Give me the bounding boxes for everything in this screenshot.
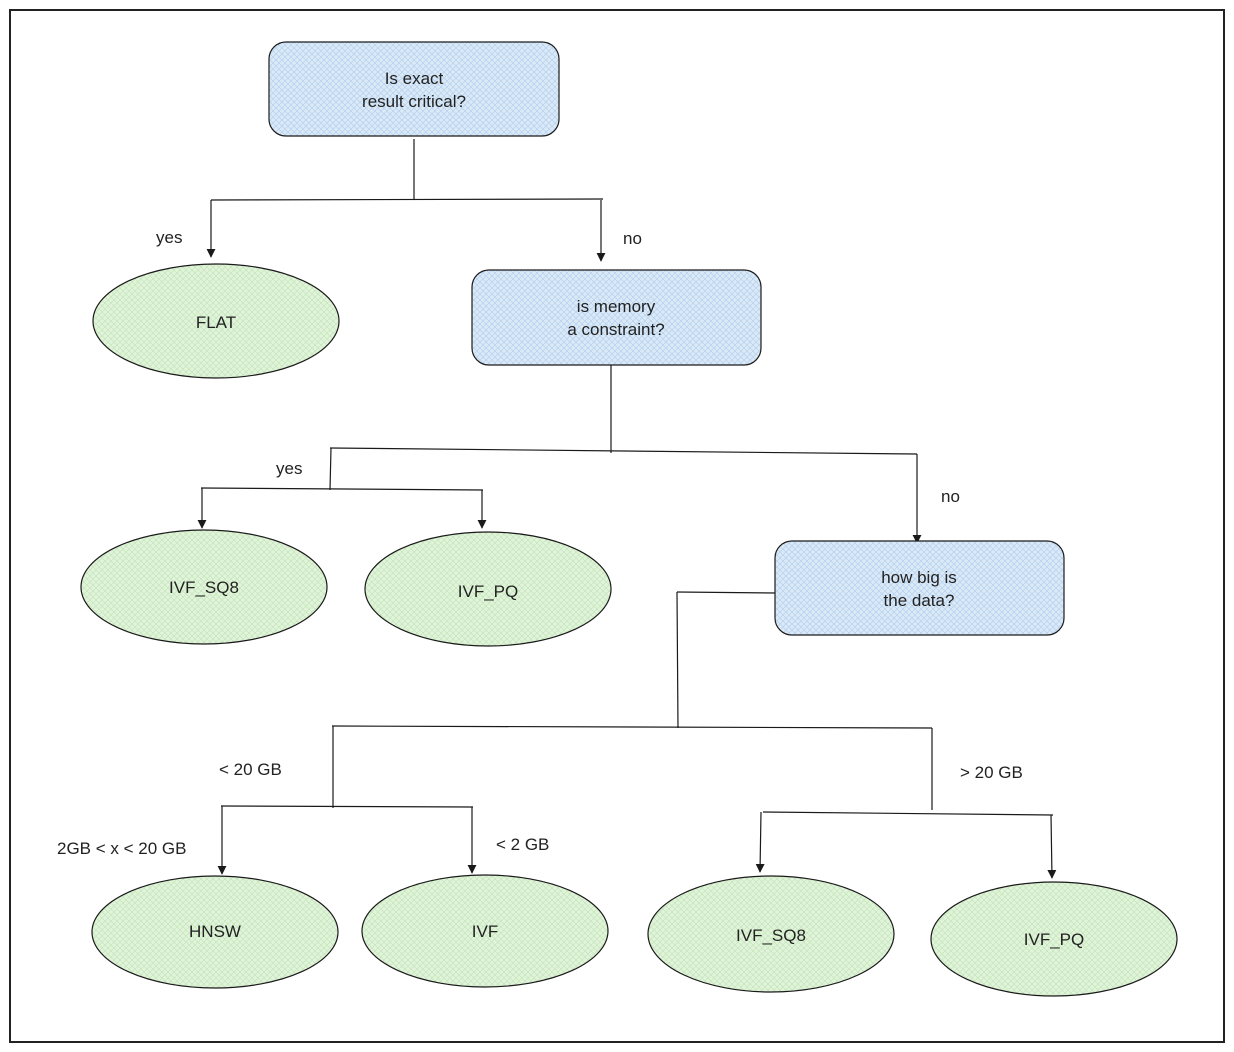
edge-label-tiny: < 2 GB [496,835,549,854]
edge-label-size-small: < 20 GB [219,760,282,779]
connector-memory-yes-split [200,487,484,491]
outcome-flat: FLAT [92,263,340,379]
outcome-big-ivf-sq8-label: IVF_SQ8 [736,926,806,945]
connector-memory-yes-drop [329,447,332,491]
outcome-big-ivf-pq: IVF_PQ [930,881,1178,997]
connector-size-trunk [676,591,679,729]
outcome-ivf-label: IVF [472,922,498,941]
edge-label-exact-yes: yes [156,228,182,247]
outcome-big-ivf-pq-label: IVF_PQ [1024,930,1084,949]
outcome-mem-ivf-pq-label: IVF_PQ [458,582,518,601]
decision-exact-result: Is exact result critical? [268,41,560,137]
connector-exact-split [210,198,604,201]
outcome-hnsw: HNSW [91,875,339,989]
outcome-big-ivf-sq8: IVF_SQ8 [647,875,895,993]
connector-memory-split [329,447,918,455]
outcome-mem-ivf-sq8: IVF_SQ8 [80,529,328,645]
decision-memory-line-1: is memory [577,297,656,316]
connector-size-split [331,725,933,729]
decision-memory-line-2: a constraint? [567,320,664,339]
outcome-mem-ivf-sq8-label: IVF_SQ8 [169,578,239,597]
edge-label-memory-yes: yes [276,459,302,478]
arrow-to-big-ivf-pq [1047,814,1057,879]
edge-label-exact-no: no [623,229,642,248]
outcome-flat-label: FLAT [196,313,236,332]
edge-label-mid-range: 2GB < x < 20 GB [57,839,186,858]
arrow-to-big-ivf-sq8 [755,811,765,873]
decision-data-size: how big is the data? [774,540,1065,636]
outcome-ivf: IVF [361,874,609,988]
decision-size-line-2: the data? [884,591,955,610]
connector-size-left [676,591,776,594]
edge-label-memory-no: no [941,487,960,506]
connector-small-split [220,805,474,808]
decision-memory-constraint: is memory a constraint? [471,269,762,366]
decision-size-line-1: how big is [881,568,957,587]
edge-label-size-big: > 20 GB [960,763,1023,782]
outcome-hnsw-label: HNSW [189,922,241,941]
diagram-frame [9,9,1225,1043]
connector-big-split [762,811,1054,816]
outcome-mem-ivf-pq: IVF_PQ [364,531,612,647]
decision-exact-line-1: Is exact [385,69,444,88]
decision-exact-line-2: result critical? [362,92,466,111]
